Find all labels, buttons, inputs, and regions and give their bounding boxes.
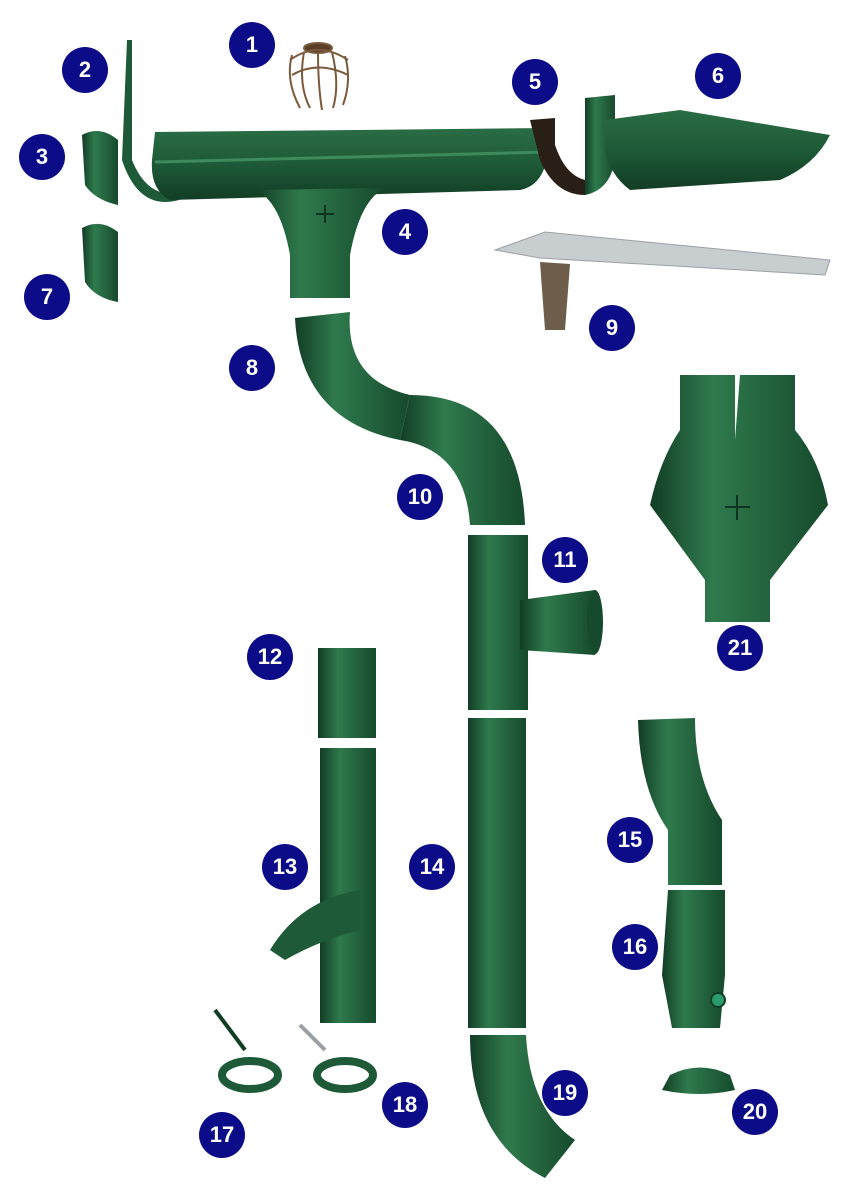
label-badge-8: 8 [229,345,275,391]
label-badge-18: 18 [382,1082,428,1128]
label-badge-3: 3 [19,134,65,180]
pipe-offset [638,718,722,885]
downpipe [468,718,526,1028]
label-badge-16: 16 [612,924,658,970]
label-badge-20: 20 [732,1089,778,1135]
gutter [151,128,548,200]
label-badge-14: 14 [409,844,455,890]
pipe-clamp-short [213,1008,282,1093]
pipe-clamp-long [298,1023,377,1093]
label-badge-17: 17 [199,1112,245,1158]
gutter-guard [493,231,831,276]
outlet-elbow [470,1035,575,1178]
label-badge-15: 15 [607,817,653,863]
pipe-end-ring [662,1067,735,1094]
label-badge-2: 2 [62,47,108,93]
label-badge-9: 9 [589,305,635,351]
gutter-outlet [255,188,385,298]
label-badge-11: 11 [542,537,588,583]
end-cap-left [82,223,118,302]
funnel-outlet [650,375,828,622]
label-badge-7: 7 [24,274,70,320]
end-cap-right [82,131,118,205]
label-badge-19: 19 [542,1070,588,1116]
downpipe-collector [662,890,725,1028]
rainwater-diverter-pipe [320,748,376,1023]
gutter-hook [122,40,190,203]
label-badge-1: 1 [229,22,275,68]
guard-bracket [540,262,570,330]
tee-branch [468,535,528,710]
label-badge-13: 13 [262,844,308,890]
gutter-connector [530,118,585,195]
elbow-upper [295,312,410,440]
label-badge-4: 4 [382,209,428,255]
pipe-coupling [318,648,376,738]
label-badge-21: 21 [717,625,763,671]
label-badge-12: 12 [247,634,293,680]
leaf-strainer [288,42,349,111]
label-badge-10: 10 [397,474,443,520]
label-badge-5: 5 [512,59,558,105]
gutter-section [605,110,830,190]
label-badge-6: 6 [695,53,741,99]
elbow-lower [400,395,525,525]
